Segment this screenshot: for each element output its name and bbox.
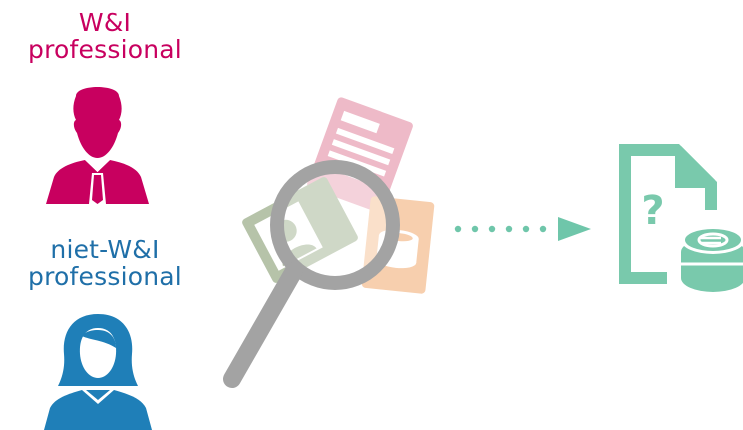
magnifier-handle (223, 262, 303, 388)
green-photo-id-icon (242, 177, 358, 283)
wi-professional-label: W&I professional (0, 9, 210, 63)
magnifier-lens (270, 160, 400, 290)
magnifier-over-documents (223, 97, 435, 388)
niet-wi-label-line1: niet-W&I (50, 235, 160, 264)
wi-label-line1: W&I (78, 8, 132, 37)
euro-coin-stack-icon (681, 226, 743, 292)
question-mark: ? (641, 188, 664, 234)
niet-wi-label-line2: professional (28, 262, 182, 291)
female-user-icon (44, 314, 152, 430)
document-euro-coins-icon: ? (619, 144, 743, 292)
male-user-icon (46, 87, 149, 204)
wi-label-line2: professional (28, 35, 182, 64)
pink-document-icon (307, 97, 413, 213)
niet-wi-professional-label: niet-W&I professional (0, 236, 210, 290)
dotted-arrow-icon (454, 217, 591, 241)
